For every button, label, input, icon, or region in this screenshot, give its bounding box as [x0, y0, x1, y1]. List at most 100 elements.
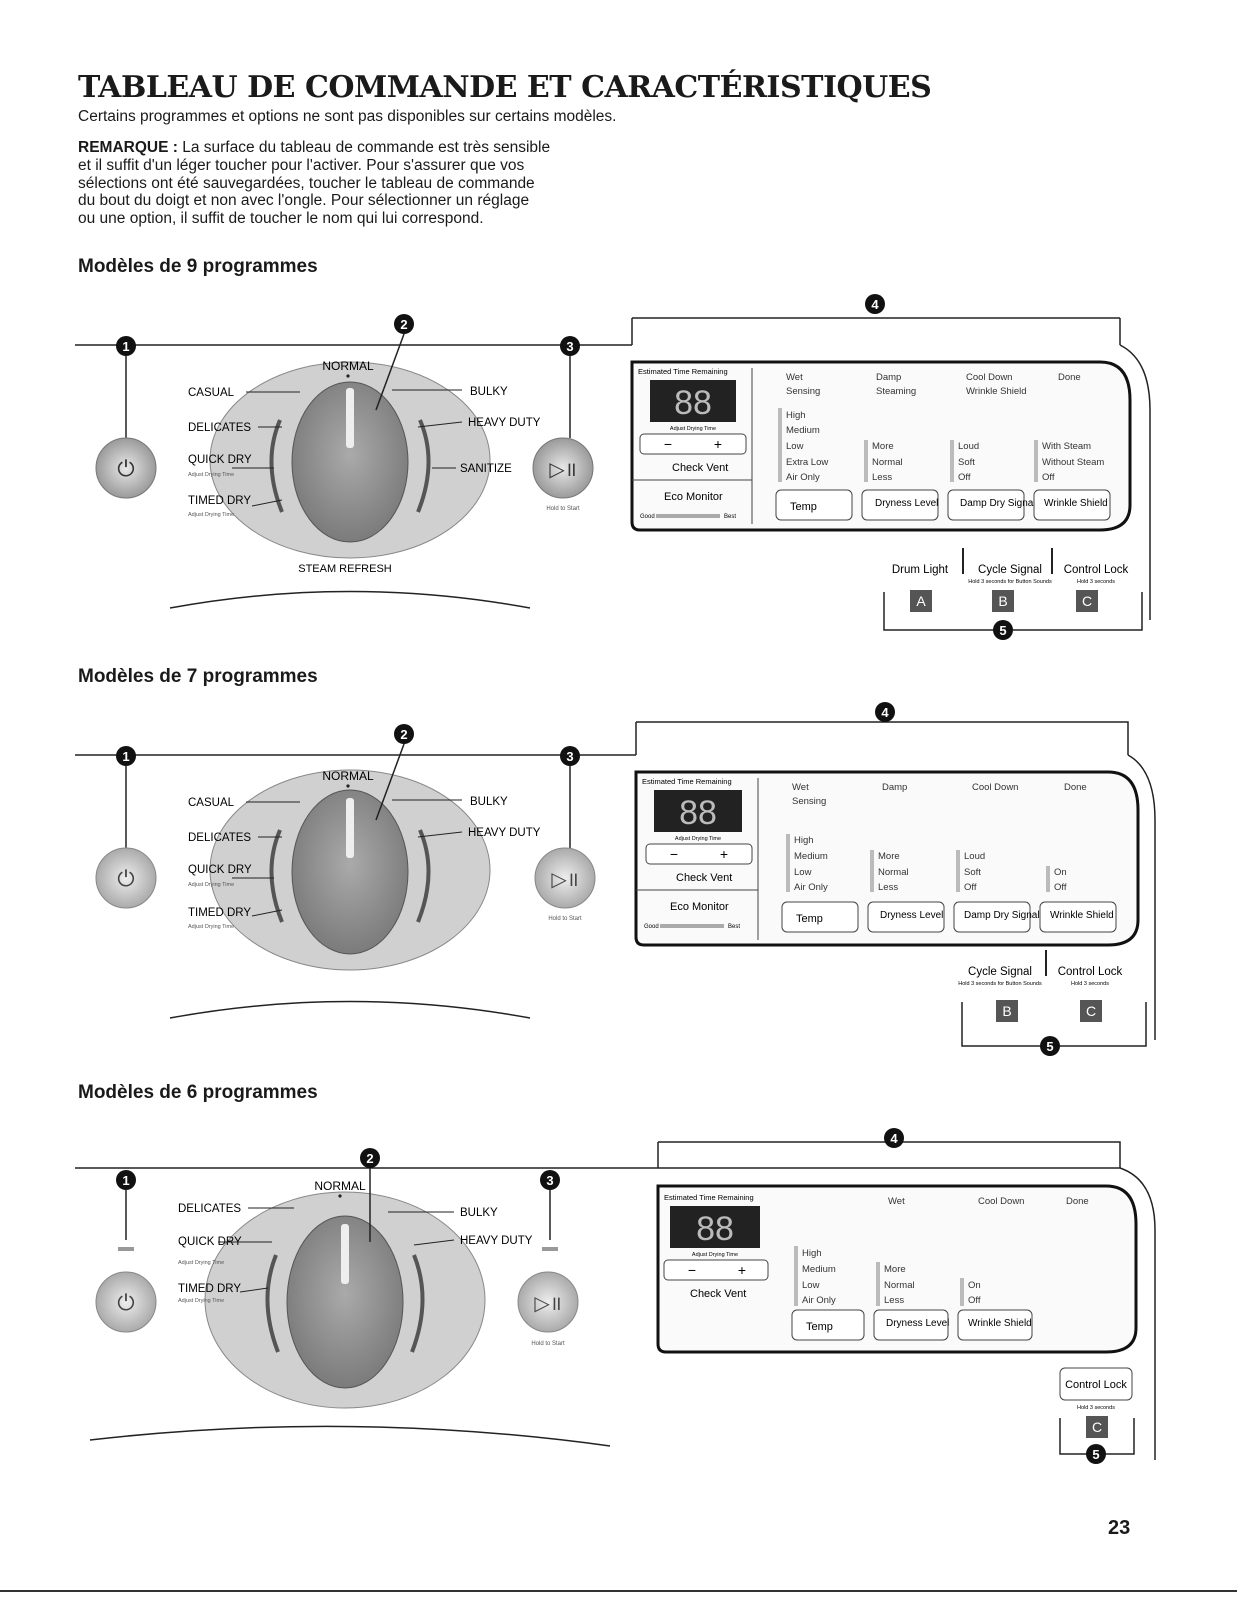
start-pause-button[interactable] [517, 1271, 579, 1333]
cycle-quick-dry[interactable]: QUICK DRY [178, 1236, 242, 1248]
control-lock-sub: Hold 3 seconds [1071, 981, 1109, 987]
power-button[interactable] [95, 1271, 157, 1333]
quick-dry-sub: Adjust Drying Time [188, 882, 234, 888]
check-vent: Check Vent [672, 462, 728, 474]
cycle-signal-sub: Hold 3 seconds for Button Sounds [968, 579, 1052, 585]
cycle-signal[interactable]: Cycle Signal [968, 966, 1032, 978]
estimated-time-label: Estimated Time Remaining [664, 1193, 754, 1202]
remark-paragraph: REMARQUE : La surface du tableau de comm… [78, 139, 638, 228]
timed-dry-sub: Adjust Drying Time [188, 924, 234, 930]
svg-text:B: B [998, 593, 1007, 609]
time-minus[interactable]: − [688, 1262, 696, 1278]
callout-3 [560, 746, 580, 766]
eco-good: Good [644, 924, 659, 930]
adjust-time-label: Adjust Drying Time [675, 836, 721, 842]
time-plus[interactable]: + [714, 436, 722, 452]
time-display: 88 [674, 384, 712, 422]
cycle-bulky[interactable]: BULKY [470, 386, 508, 398]
cycle-heavy-duty[interactable]: HEAVY DUTY [468, 827, 541, 839]
start-pause-button[interactable] [534, 847, 596, 909]
cycle-timed-dry[interactable]: TIMED DRY [178, 1283, 241, 1295]
page-bottom-rule [0, 1590, 1237, 1592]
cycle-quick-dry[interactable]: QUICK DRY [188, 454, 252, 466]
wrinkle-shield-button[interactable] [1039, 901, 1117, 933]
adjust-time-label: Adjust Drying Time [692, 1252, 738, 1258]
callout-2 [394, 724, 414, 744]
wrinkle-shield-button[interactable] [957, 1309, 1033, 1341]
cycle-timed-dry[interactable]: TIMED DRY [188, 495, 251, 507]
wrinkle-shield-button-label: Wrinkle Shield [968, 1318, 1032, 1329]
control-lock[interactable]: Control Lock [1064, 564, 1129, 576]
page-number: 23 [1108, 1517, 1131, 1539]
damp-dry-button-label: Damp Dry Signal [960, 498, 1036, 509]
remark-label: REMARQUE : [78, 139, 178, 156]
callout-5 [1040, 1036, 1060, 1056]
estimated-time-label: Estimated Time Remaining [638, 367, 728, 376]
wrinkle-shield-button[interactable] [1033, 489, 1111, 521]
status-sensing: Sensing [786, 386, 820, 397]
svg-text:4: 4 [881, 705, 889, 720]
temp-button[interactable] [781, 901, 859, 933]
svg-text:4: 4 [890, 1131, 898, 1146]
cycle-normal[interactable]: NORMAL [322, 769, 374, 783]
dryness-more: More [872, 441, 894, 452]
cycle-casual[interactable]: CASUAL [188, 387, 235, 399]
svg-text:5: 5 [1092, 1447, 1099, 1462]
svg-text:1: 1 [122, 339, 129, 354]
section-heading-6: Modèles de 6 programmes [78, 1082, 318, 1103]
time-minus[interactable]: − [670, 846, 678, 862]
cycle-heavy-duty[interactable]: HEAVY DUTY [468, 417, 541, 429]
time-minus[interactable]: − [664, 436, 672, 452]
control-lock: Control Lock [1065, 1379, 1127, 1391]
control-lock[interactable]: Control Lock [1058, 966, 1123, 978]
cycle-dial-knob[interactable] [291, 381, 409, 543]
callout-4 [865, 294, 885, 314]
cycle-dial-knob[interactable] [291, 789, 409, 955]
temp-high: High [786, 410, 806, 421]
callout-3 [540, 1170, 560, 1190]
temp-button[interactable] [775, 489, 853, 521]
page-title: TABLEAU DE COMMANDE ET CARACTÉRISTIQUES [78, 70, 932, 105]
time-plus[interactable]: + [738, 1262, 746, 1278]
cycle-delicates[interactable]: DELICATES [188, 832, 251, 844]
cycle-normal[interactable]: NORMAL [322, 359, 374, 373]
temp-button[interactable] [791, 1309, 865, 1341]
status-done: Done [1066, 1196, 1089, 1207]
drum-light[interactable]: Drum Light [892, 564, 949, 576]
time-plus[interactable]: + [720, 846, 728, 862]
cycle-bulky[interactable]: BULKY [460, 1207, 498, 1219]
cycle-delicates[interactable]: DELICATES [178, 1203, 241, 1215]
dryness-button[interactable] [867, 901, 945, 933]
power-button[interactable] [95, 847, 157, 909]
cycle-dial-knob[interactable] [286, 1215, 404, 1389]
dryness-button[interactable] [873, 1309, 949, 1341]
cycle-heavy-duty[interactable]: HEAVY DUTY [460, 1235, 533, 1247]
callout-4 [875, 702, 895, 722]
control-lock-sub: Hold 3 seconds [1077, 579, 1115, 585]
damp-dry-button[interactable] [947, 489, 1025, 521]
temp-button-label: Temp [790, 501, 817, 513]
callout-4 [884, 1128, 904, 1148]
damp-dry-button[interactable] [953, 901, 1031, 933]
svg-text:B: B [1002, 1003, 1011, 1019]
cycle-casual[interactable]: CASUAL [188, 797, 235, 809]
dryness-button-label: Dryness Level [880, 910, 943, 921]
cycle-timed-dry[interactable]: TIMED DRY [188, 907, 251, 919]
control-lock-button[interactable] [1059, 1367, 1133, 1401]
cycle-sanitize[interactable]: SANITIZE [460, 463, 512, 475]
cycle-quick-dry[interactable]: QUICK DRY [188, 864, 252, 876]
cycle-delicates[interactable]: DELICATES [188, 422, 251, 434]
control-panel-7-cycle: 1 ⏻ 2 NORMAL CASUAL DELICATES QUICK DRY … [0, 700, 1237, 1080]
dryness-button-label: Dryness Level [886, 1318, 949, 1329]
cycle-bulky[interactable]: BULKY [470, 796, 508, 808]
control-panel-6-cycle: 1 ⏻ 2 NORMAL DELICATES QUICK DRY Adjust … [0, 1120, 1237, 1520]
cycle-signal[interactable]: Cycle Signal [978, 564, 1042, 576]
dryness-button[interactable] [861, 489, 939, 521]
temp-low: Low [802, 1280, 820, 1291]
check-vent: Check Vent [676, 872, 732, 884]
power-button[interactable] [95, 437, 157, 499]
steam-refresh[interactable]: STEAM REFRESH [298, 563, 392, 575]
start-pause-button[interactable] [532, 437, 594, 499]
temp-air-only: Air Only [794, 882, 828, 893]
cycle-normal[interactable]: NORMAL [314, 1179, 366, 1193]
